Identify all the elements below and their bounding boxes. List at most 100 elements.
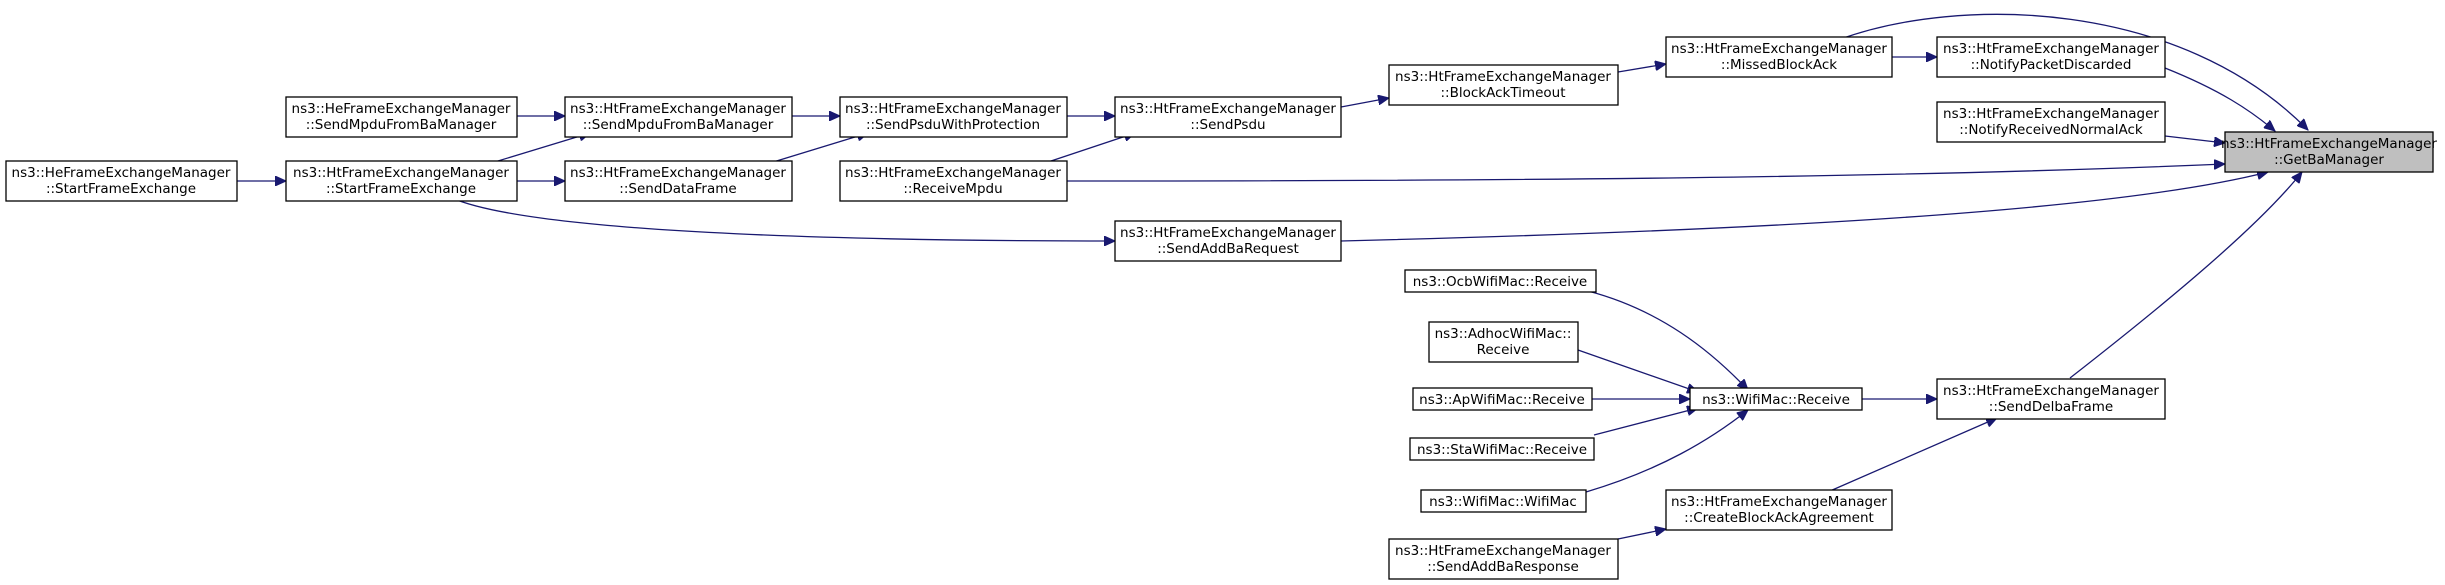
node-label-line: ns3::HtFrameExchangeManager xyxy=(1120,225,1336,241)
node-createblockackagreement[interactable]: ns3::HtFrameExchangeManager ::CreateBloc… xyxy=(1665,489,1893,531)
node-notifyreceivednormalack[interactable]: ns3::HtFrameExchangeManager ::NotifyRece… xyxy=(1936,101,2166,143)
node-label-line: ::NotifyReceivedNormalAck xyxy=(1959,122,2143,138)
svg-text:::SendDataFrame: ::SendDataFrame xyxy=(619,181,736,197)
node-ht-startframeexchange[interactable]: ns3::HtFrameExchangeManager ::StartFrame… xyxy=(285,160,518,202)
node-label-line: ns3::HtFrameExchangeManager xyxy=(570,165,786,181)
edge-wifimacwifimac-to-wifimacreceive xyxy=(1585,410,1748,493)
node-label-line: ::SendMpduFromBaManager xyxy=(306,117,497,133)
node-getbamanager[interactable]: ns3::HtFrameExchangeManager ::GetBaManag… xyxy=(2221,131,2437,173)
svg-text:ns3::WifiMac::Receive: ns3::WifiMac::Receive xyxy=(1702,392,1850,408)
node-notifypacketdiscarded[interactable]: ns3::HtFrameExchangeManager ::NotifyPack… xyxy=(1936,36,2166,78)
node-stawifimac-receive[interactable]: ns3::StaWifiMac::Receive xyxy=(1409,437,1595,461)
svg-text:::BlockAckTimeout: ::BlockAckTimeout xyxy=(1441,85,1566,101)
node-label-line: ns3::HtFrameExchangeManager xyxy=(845,165,1061,181)
node-label-line: ns3::HtFrameExchangeManager xyxy=(570,101,786,117)
svg-text:ns3::HtFrameExchangeManager: ns3::HtFrameExchangeManager xyxy=(1120,101,1336,117)
node-apwifimac-receive[interactable]: ns3::ApWifiMac::Receive xyxy=(1412,387,1593,411)
node-sendpsdu[interactable]: ns3::HtFrameExchangeManager ::SendPsdu xyxy=(1114,96,1342,138)
edge-htstartframeexchange-to-sendaddbarequest xyxy=(451,197,1115,241)
node-label-line: ::SendDelbaFrame xyxy=(1989,399,2113,415)
edge-htstartframeexchange-to-htsendmpdufrombamanager xyxy=(487,133,590,165)
node-label-line: ns3::HtFrameExchangeManager xyxy=(1943,41,2159,57)
svg-text:::SendPsdu: ::SendPsdu xyxy=(1190,117,1265,133)
node-label-line: ::StartFrameExchange xyxy=(46,181,196,197)
edge-adhocreceive-to-wifimacreceive xyxy=(1577,349,1698,392)
svg-text:ns3::HtFrameExchangeManager: ns3::HtFrameExchangeManager xyxy=(293,165,509,181)
svg-text:ns3::HtFrameExchangeManager: ns3::HtFrameExchangeManager xyxy=(1671,41,1887,57)
svg-text:::SendDelbaFrame: ::SendDelbaFrame xyxy=(1989,399,2113,415)
nodes: ns3::HtFrameExchangeManager ::GetBaManag… xyxy=(5,36,2437,580)
edge-ocbreceive-to-wifimacreceive xyxy=(1587,290,1748,390)
edges xyxy=(237,13,2308,540)
svg-text:ns3::HtFrameExchangeManager: ns3::HtFrameExchangeManager xyxy=(1943,106,2159,122)
node-wifimac-wifimac[interactable]: ns3::WifiMac::WifiMac xyxy=(1420,489,1587,513)
svg-text:::StartFrameExchange: ::StartFrameExchange xyxy=(326,181,476,197)
node-adhocwifimac-receive[interactable]: ns3::AdhocWifiMac:: Receive xyxy=(1428,321,1579,363)
node-label-line: ns3::AdhocWifiMac:: xyxy=(1435,326,1572,342)
svg-text:ns3::ApWifiMac::Receive: ns3::ApWifiMac::Receive xyxy=(1419,392,1585,408)
svg-text:::SendAddBaRequest: ::SendAddBaRequest xyxy=(1157,241,1299,257)
node-label-line: ns3::HtFrameExchangeManager xyxy=(293,165,509,181)
node-label-line: ns3::HtFrameExchangeManager xyxy=(1671,41,1887,57)
svg-text:::ReceiveMpdu: ::ReceiveMpdu xyxy=(903,181,1002,197)
node-label-line: ::SendAddBaResponse xyxy=(1427,559,1579,575)
node-senddelbaframe[interactable]: ns3::HtFrameExchangeManager ::SendDelbaF… xyxy=(1936,378,2166,420)
svg-text:ns3::HtFrameExchangeManager: ns3::HtFrameExchangeManager xyxy=(845,101,1061,117)
node-receivempdu[interactable]: ns3::HtFrameExchangeManager ::ReceiveMpd… xyxy=(839,160,1068,202)
node-ocbwifimac-receive[interactable]: ns3::OcbWifiMac::Receive xyxy=(1404,269,1597,293)
node-label-line: ::SendMpduFromBaManager xyxy=(583,117,774,133)
node-he-startframeexchange[interactable]: ns3::HeFrameExchangeManager ::StartFrame… xyxy=(5,160,238,202)
node-label-line: ::CreateBlockAckAgreement xyxy=(1684,510,1874,526)
svg-text:::CreateBlockAckAgreement: ::CreateBlockAckAgreement xyxy=(1684,510,1874,526)
node-label-line: ns3::HtFrameExchangeManager xyxy=(1120,101,1336,117)
node-label-line: ::SendDataFrame xyxy=(619,181,736,197)
node-label-line: ::GetBaManager xyxy=(2274,152,2384,168)
svg-text:ns3::HtFrameExchangeManager: ns3::HtFrameExchangeManager xyxy=(1671,494,1887,510)
svg-text:ns3::HeFrameExchangeManager: ns3::HeFrameExchangeManager xyxy=(12,165,231,181)
svg-text:ns3::StaWifiMac::Receive: ns3::StaWifiMac::Receive xyxy=(1417,442,1587,458)
node-sendaddbarequest[interactable]: ns3::HtFrameExchangeManager ::SendAddBaR… xyxy=(1114,220,1342,262)
node-label-line: ::BlockAckTimeout xyxy=(1441,85,1566,101)
node-label-line: ns3::OcbWifiMac::Receive xyxy=(1413,274,1588,290)
svg-text:ns3::HtFrameExchangeManager: ns3::HtFrameExchangeManager xyxy=(1120,225,1336,241)
node-sendaddbaresponse[interactable]: ns3::HtFrameExchangeManager ::SendAddBaR… xyxy=(1388,538,1619,580)
node-label-line: ::MissedBlockAck xyxy=(1721,57,1837,73)
svg-text:ns3::HtFrameExchangeManager: ns3::HtFrameExchangeManager xyxy=(1943,41,2159,57)
node-label-line: ns3::HtFrameExchangeManager xyxy=(845,101,1061,117)
node-label-line: ns3::ApWifiMac::Receive xyxy=(1419,392,1585,408)
node-senddataframe[interactable]: ns3::HtFrameExchangeManager ::SendDataFr… xyxy=(564,160,793,202)
svg-text:::StartFrameExchange: ::StartFrameExchange xyxy=(46,181,196,197)
svg-text:::SendAddBaResponse: ::SendAddBaResponse xyxy=(1427,559,1579,575)
node-label-line: Receive xyxy=(1477,342,1530,358)
node-label-line: ns3::HeFrameExchangeManager xyxy=(292,101,511,117)
node-label-line: ns3::HeFrameExchangeManager xyxy=(12,165,231,181)
svg-text:ns3::HtFrameExchangeManager: ns3::HtFrameExchangeManager xyxy=(570,165,786,181)
edge-sendaddbaresponse-to-createblockackagreement xyxy=(1617,529,1666,540)
node-label-line: ::SendPsduWithProtection xyxy=(866,117,1040,133)
edge-missedblockack-to-getbamanager xyxy=(1837,13,2308,130)
node-label-line: ns3::HtFrameExchangeManager xyxy=(1943,106,2159,122)
svg-text:::NotifyReceivedNormalAck: ::NotifyReceivedNormalAck xyxy=(1959,122,2143,138)
node-label-line: ns3::WifiMac::WifiMac xyxy=(1429,494,1577,510)
edge-sendaddbarequest-to-getbamanager xyxy=(1340,172,2268,242)
edge-notifyreceivednormalack-to-getbamanager xyxy=(2164,135,2225,143)
node-label-line: ns3::HtFrameExchangeManager xyxy=(2221,136,2437,152)
node-sendpsduwithprotection[interactable]: ns3::HtFrameExchangeManager ::SendPsduWi… xyxy=(839,96,1068,138)
node-missedblockack[interactable]: ns3::HtFrameExchangeManager ::MissedBloc… xyxy=(1665,36,1893,78)
node-label-line: ns3::HtFrameExchangeManager xyxy=(1943,383,2159,399)
node-label-line: ::StartFrameExchange xyxy=(326,181,476,197)
node-label-line: ns3::StaWifiMac::Receive xyxy=(1417,442,1587,458)
node-blockacktimeout[interactable]: ns3::HtFrameExchangeManager ::BlockAckTi… xyxy=(1388,64,1619,106)
node-he-sendmpdufrombamanager[interactable]: ns3::HeFrameExchangeManager ::SendMpduFr… xyxy=(285,96,518,138)
node-label-line: ::SendAddBaRequest xyxy=(1157,241,1299,257)
svg-text:::SendMpduFromBaManager: ::SendMpduFromBaManager xyxy=(306,117,497,133)
edge-blockacktimeout-to-missedblockack xyxy=(1617,64,1666,73)
edge-createblockackagreement-to-senddelbaframe xyxy=(1829,418,1997,492)
svg-text:ns3::HtFrameExchangeManager: ns3::HtFrameExchangeManager xyxy=(1943,383,2159,399)
svg-text:::NotifyPacketDiscarded: ::NotifyPacketDiscarded xyxy=(1971,57,2132,73)
svg-text:::SendMpduFromBaManager: ::SendMpduFromBaManager xyxy=(583,117,774,133)
edge-senddelbaframe-to-getbamanager xyxy=(2069,172,2302,379)
node-wifimac-receive[interactable]: ns3::WifiMac::Receive xyxy=(1689,387,1863,411)
node-ht-sendmpdufrombamanager[interactable]: ns3::HtFrameExchangeManager ::SendMpduFr… xyxy=(564,96,793,138)
edge-sendpsdu-to-blockacktimeout xyxy=(1340,98,1389,108)
